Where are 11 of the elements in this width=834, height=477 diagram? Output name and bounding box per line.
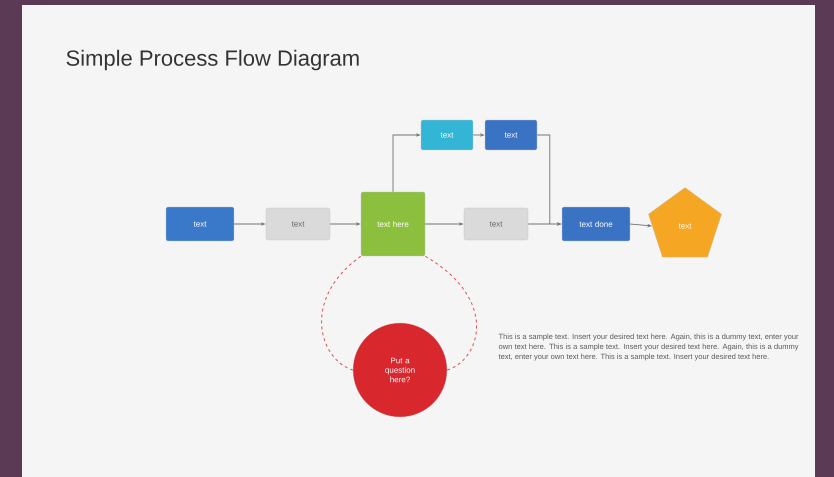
process-box: text (420, 120, 474, 150)
process-box: text done (562, 206, 630, 242)
pentagon: text (648, 187, 722, 258)
process-box: text here (360, 192, 426, 256)
process-box: text (266, 208, 330, 240)
dashed-connector (321, 256, 362, 370)
dashed-connector (424, 256, 478, 370)
title: Simple Process Flow Diagram (66, 50, 359, 70)
process-box: text (166, 206, 234, 242)
process-box: text (484, 120, 538, 150)
process-box: text (464, 208, 528, 240)
